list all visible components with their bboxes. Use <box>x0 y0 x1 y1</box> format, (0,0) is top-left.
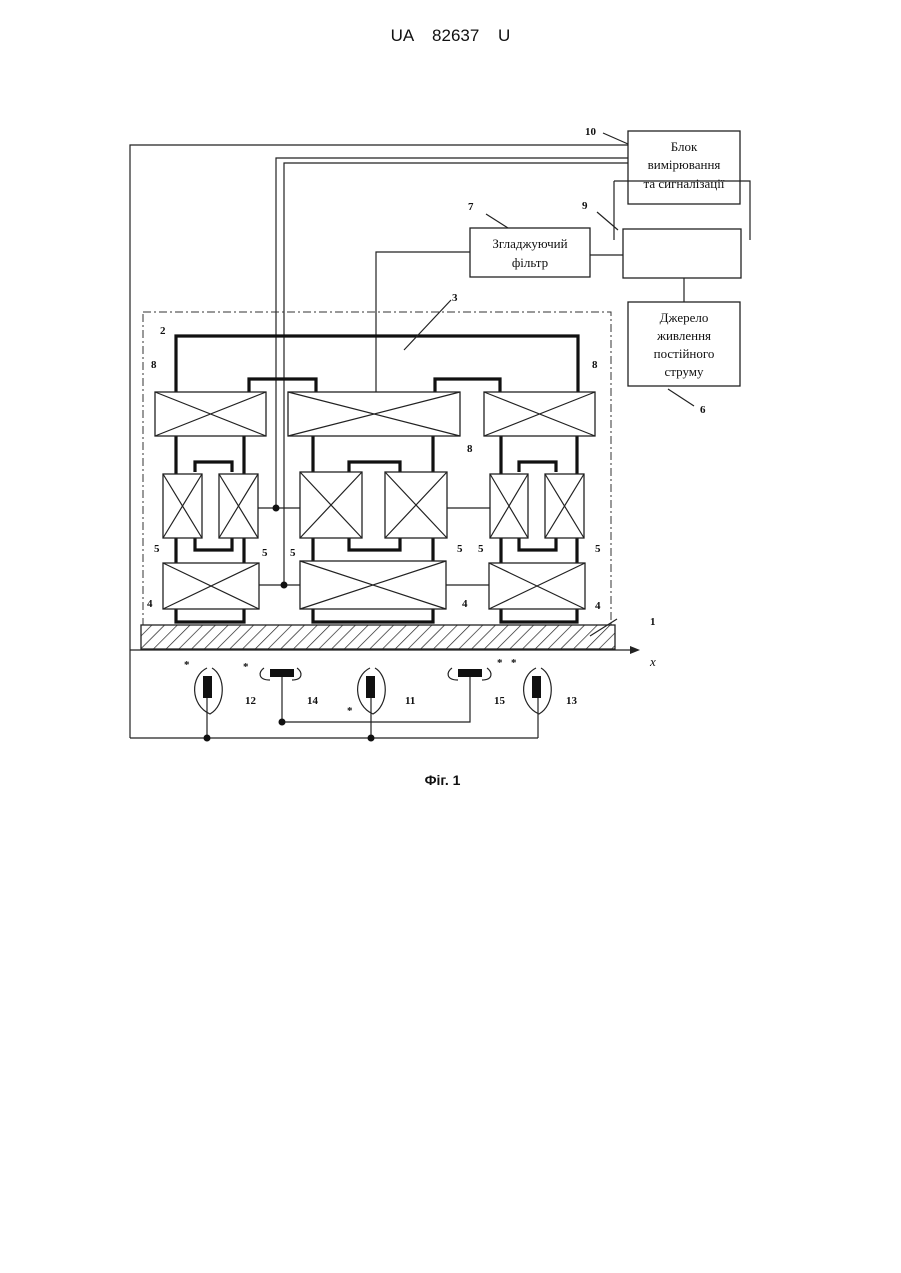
x-axis-label: x <box>649 654 656 669</box>
source-label-1: Джерело <box>660 310 709 325</box>
sensor-14 <box>260 668 301 722</box>
ref-15: 15 <box>494 695 506 707</box>
dc-power-source-block: Джерело живлення постійного струму <box>628 302 740 386</box>
junction-dot <box>368 735 375 742</box>
ref-9: 9 <box>582 200 588 212</box>
ref-14: 14 <box>307 695 319 707</box>
measure-label-3: та сигналізації <box>644 176 725 191</box>
ref-5: 5 <box>595 543 601 555</box>
junction-dot <box>273 505 280 512</box>
figure-caption: Фіг. 1 <box>0 772 885 788</box>
source-label-2: живлення <box>656 328 711 343</box>
ref-1: 1 <box>650 616 656 628</box>
ref-5: 5 <box>154 543 160 555</box>
filter-label-2: фільтр <box>512 255 548 270</box>
wire-filter-system <box>376 252 470 392</box>
smoothing-filter-block: Згладжуючий фільтр <box>470 228 590 277</box>
coils-4 <box>163 561 585 609</box>
star-marker: * <box>184 659 190 671</box>
ref-4: 4 <box>462 598 468 610</box>
ref-12: 12 <box>245 695 257 707</box>
star-marker: * <box>347 705 353 717</box>
star-marker: * <box>497 657 503 669</box>
junction-dot <box>204 735 211 742</box>
junction-dot <box>281 582 288 589</box>
star-marker: * <box>243 661 249 673</box>
ref-2: 2 <box>160 325 166 337</box>
ref-6: 6 <box>700 404 706 416</box>
measure-label-2: вимірювання <box>648 157 721 172</box>
junction-dot <box>279 719 286 726</box>
coils-8 <box>155 392 595 436</box>
ref-8-right: 8 <box>592 359 598 371</box>
measure-label-1: Блок <box>671 139 698 154</box>
wire-inner-1 <box>276 158 628 508</box>
ref-8-left: 8 <box>151 359 157 371</box>
ref-5: 5 <box>262 547 268 559</box>
filter-label-1: Згладжуючий <box>492 236 567 251</box>
ref-5: 5 <box>457 543 463 555</box>
source-label-3: постійного <box>654 346 715 361</box>
base-plate-hatched <box>141 625 615 649</box>
measurement-signalling-block: Блок вимірювання та сигналізації <box>628 131 740 204</box>
x-axis-arrow <box>630 646 640 654</box>
ref-8-center: 8 <box>467 443 473 455</box>
source-label-4: струму <box>665 364 704 379</box>
ref-10: 10 <box>585 126 597 138</box>
sensor-11 <box>358 668 386 738</box>
ref-11: 11 <box>405 695 415 707</box>
ref-4: 4 <box>595 600 601 612</box>
ref-3: 3 <box>452 292 458 304</box>
ref-5: 5 <box>290 547 296 559</box>
block-9 <box>623 229 741 278</box>
ref-13: 13 <box>566 695 578 707</box>
star-marker: * <box>511 657 517 669</box>
sensor-13 <box>524 668 552 738</box>
sensor-12 <box>195 668 223 738</box>
ref-5: 5 <box>478 543 484 555</box>
ref-7: 7 <box>468 201 474 213</box>
ref-4: 4 <box>147 598 153 610</box>
coils-5 <box>163 472 584 538</box>
